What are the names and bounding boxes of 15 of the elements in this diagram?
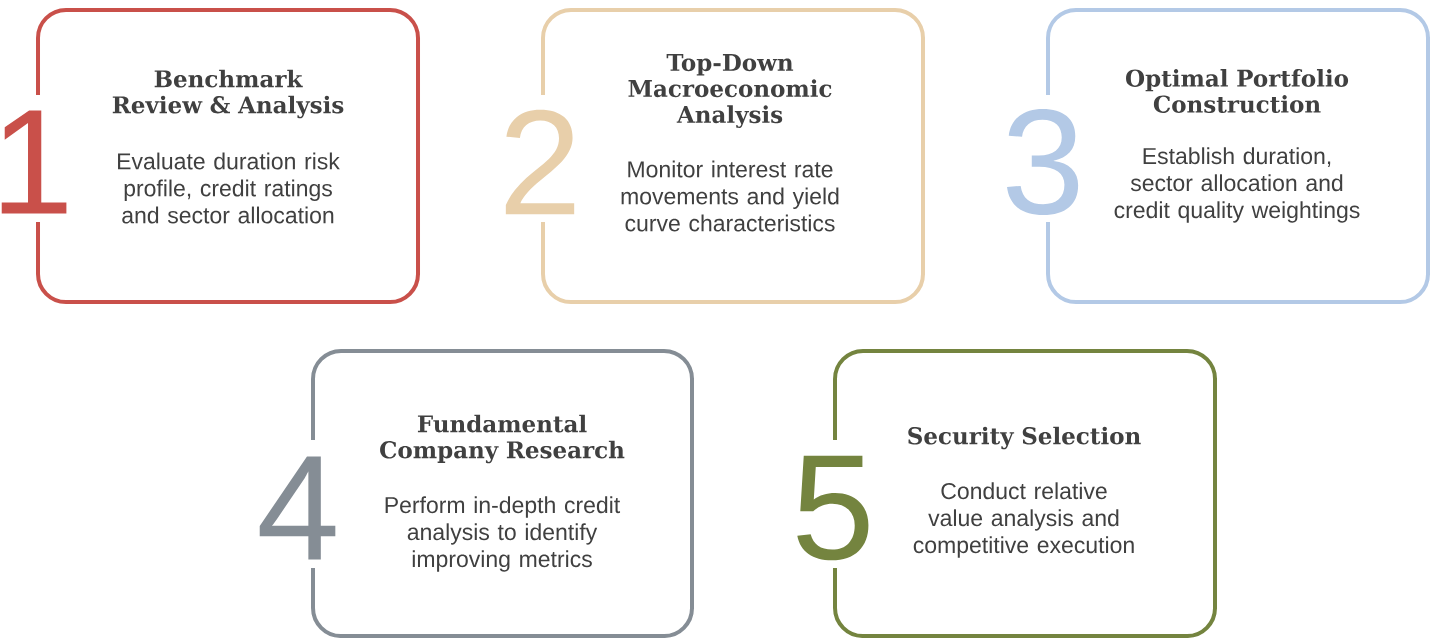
step-number: 5 bbox=[797, 455, 869, 561]
card-text: Evaluate duration risk profile, credit ratings and sector allocation bbox=[118, 152, 340, 224]
card-text: Conduct relative value analysis and competitive execution bbox=[913, 482, 1134, 558]
card-heading: Benchmark Review & Analysis bbox=[112, 69, 344, 119]
card-heading: Optimal Portfolio Construction bbox=[1126, 69, 1349, 113]
step-number: 1 bbox=[1, 110, 67, 214]
step-number: 3 bbox=[1007, 108, 1079, 216]
card-text: Perform in-depth credit analysis to identify improving metrics bbox=[385, 496, 621, 572]
card-text: Monitor interest rate movements and yield curve characteristics bbox=[621, 160, 839, 232]
card-text: Establish duration, sector allocation and credit quality weightings bbox=[1114, 147, 1360, 223]
step-number: 4 bbox=[259, 456, 336, 560]
step-number: 2 bbox=[505, 109, 575, 215]
card-heading: Top-Down Macroeconomic Analysis bbox=[628, 54, 832, 128]
card-heading: Fundamental Company Research bbox=[380, 414, 625, 464]
card-heading: Security Selection bbox=[908, 426, 1141, 450]
